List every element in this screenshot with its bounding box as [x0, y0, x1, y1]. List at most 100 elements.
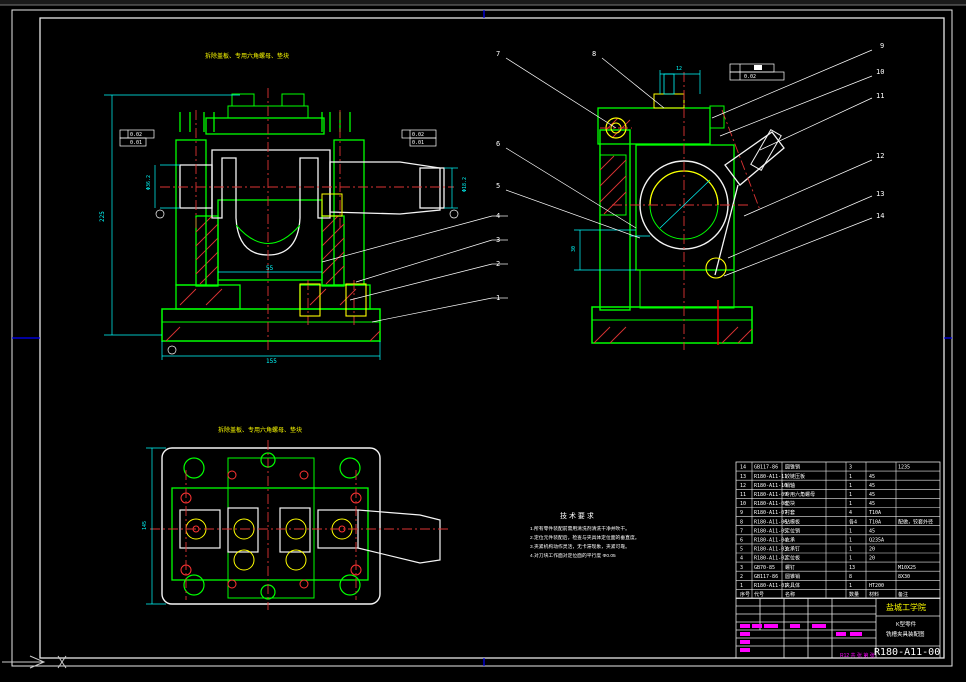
dim-width: 155 — [266, 358, 277, 365]
bom-cell-no: 7 — [740, 528, 743, 534]
bom-cell-no: 3 — [740, 565, 743, 571]
bom-cell-name: 圆锥销 — [785, 573, 800, 580]
dim-inner: 55 — [266, 265, 274, 272]
bom-cell-mat: 20 — [869, 547, 875, 553]
bom-cell-qty: 4 — [849, 510, 852, 516]
dim-bottom-height: 145 — [142, 521, 148, 530]
bom-cell-mat: 45 — [869, 528, 875, 534]
drawing-number: R180-A11-00 — [874, 647, 940, 658]
plan-view: 145 拆除盖板、专用六角螺母、垫块 — [142, 426, 450, 610]
bom-cell-name: 铰链压板 — [785, 473, 805, 480]
bom-cell-code: GB117-86 — [754, 465, 778, 471]
bom-cell-code: R180-A11-08 — [754, 501, 787, 507]
bom-cell-no: 9 — [740, 510, 743, 516]
balloons: 7 8 9 10 11 12 13 14 6 5 4 3 2 1 — [496, 42, 884, 302]
title-magenta-marks — [740, 624, 862, 652]
dim-bore: Φ36.2 — [146, 175, 152, 190]
bom-header-cell: 备注 — [898, 591, 908, 598]
bom-cell-no: 5 — [740, 547, 743, 553]
bom-cell-name: 定位销 — [785, 527, 800, 534]
bom-cell-qty: 1 — [849, 528, 852, 534]
bom-cell-qty: 8 — [849, 574, 852, 580]
bom-cell-no: 2 — [740, 574, 743, 580]
dim-d12: 12 — [676, 66, 682, 72]
scale-note: R12 共 张 第 张 — [840, 652, 875, 659]
tol-frame-1: 0.02 — [130, 132, 142, 138]
bom-cell-code: GB70-85 — [754, 565, 775, 571]
technical-requirements: 技 术 要 求 1.所有零件装配前需用清洗剂清洗干净并吹干。 2.定位元件装配后… — [530, 511, 640, 559]
balloon-9: 9 — [880, 42, 884, 50]
balloon-5: 5 — [496, 182, 500, 190]
bom-frame — [735, 461, 941, 599]
bom-header-cell: 代号 — [754, 591, 764, 598]
bom-cell-name: 圆锥销 — [785, 464, 800, 471]
tech-line-4: 4.对刀块工作面对定位面的平行度 Φ0.05 — [530, 552, 616, 559]
bom-cell-code: R180-A11-04 — [754, 538, 787, 544]
bom-cell-note: M10X25 — [898, 565, 916, 571]
bom-cell-mat: 45 — [869, 474, 875, 480]
bom-cell-mat: T10A — [869, 519, 881, 525]
bom-cell-code: GB117-86 — [754, 574, 778, 580]
front-view: 225 155 55 Φ36.2 Φ18.2 0.02 0.01 0.02 0.… — [99, 52, 508, 365]
balloon-1: 1 — [496, 294, 500, 302]
bom-cell-code: R180-A11-05 — [754, 528, 787, 534]
drawing-frame — [11, 9, 953, 667]
bom-cell-qty: 13 — [849, 565, 855, 571]
dim-d30: 30 — [571, 246, 577, 252]
bom-header-cell: 名称 — [785, 591, 795, 598]
bom-cell-mat: 45 — [869, 501, 875, 507]
bom-header-cell: 序号 — [740, 591, 750, 598]
bom-cell-name: 专用六角螺母 — [785, 491, 815, 498]
bom-cell-name: 垫块 — [785, 500, 795, 507]
bom-cell-mat: 45 — [869, 483, 875, 489]
bom-cell-qty: 1 — [849, 501, 852, 507]
bom-cell-no: 6 — [740, 538, 743, 544]
bom-cell-qty: 1 — [849, 556, 852, 562]
ucs-icon — [2, 655, 67, 669]
bom-cell-name: 支承钉 — [785, 546, 800, 553]
balloon-13: 13 — [876, 190, 884, 198]
tech-title: 技 术 要 求 — [560, 511, 594, 520]
balloon-2: 2 — [496, 260, 500, 268]
bom-cell-name: 支承 — [785, 537, 795, 544]
bom-cell-no: 10 — [740, 501, 746, 507]
title-block — [735, 597, 941, 659]
tol-frame-side: 0.02 — [744, 74, 756, 80]
bom-cell-code: R180-A11-01 — [754, 583, 787, 589]
bom-header-cell: 材料 — [869, 591, 879, 598]
bom-header-cell: 数量 — [849, 591, 859, 598]
balloon-7: 7 — [496, 50, 500, 58]
school-name: 盐城工学院 — [886, 602, 926, 612]
bom-cell-note: 配做，铰套外径 — [898, 518, 933, 525]
balloon-8: 8 — [592, 50, 596, 58]
bom-cell-name: 定位板 — [785, 555, 800, 562]
bom-cell-no: 13 — [740, 474, 746, 480]
balloon-14: 14 — [876, 212, 884, 220]
bom-cell-qty: 1 — [849, 547, 852, 553]
bom-cell-qty: 1 — [849, 583, 852, 589]
dim-bore2: Φ18.2 — [462, 177, 468, 192]
view-note-top: 拆除盖板、专用六角螺母、垫块 — [205, 52, 289, 60]
bom-cell-code: R180-A11-07 — [754, 510, 787, 516]
bom-cell-name: 螺钉 — [785, 564, 795, 571]
bom-cell-name: 钻模板 — [785, 518, 800, 525]
bom-cell-mat: Q235A — [869, 538, 884, 544]
bom-cell-qty: 3 — [849, 465, 852, 471]
bom-cell-code: R180-A11-02 — [754, 556, 787, 562]
bom-cell-qty: 各4 — [849, 518, 857, 525]
bom-cell-note: 1235 — [898, 465, 910, 471]
bom-cell-qty: 1 — [849, 483, 852, 489]
title-line-1: K型零件 — [896, 620, 917, 628]
bom-cell-mat: HT200 — [869, 583, 884, 589]
bom-cell-code: R180-A11-11 — [754, 474, 787, 480]
bom-cell-code: R180-A11-06 — [754, 519, 787, 525]
bom-cell-no: 11 — [740, 492, 746, 498]
bom-cell-no: 12 — [740, 483, 746, 489]
balloon-6: 6 — [496, 140, 500, 148]
tol-frame-2: 0.01 — [130, 140, 142, 146]
view-note-bottom: 拆除盖板、专用六角螺母、垫块 — [218, 426, 302, 434]
balloon-11: 11 — [876, 92, 884, 100]
bom-cell-name: 衬套 — [785, 509, 795, 516]
